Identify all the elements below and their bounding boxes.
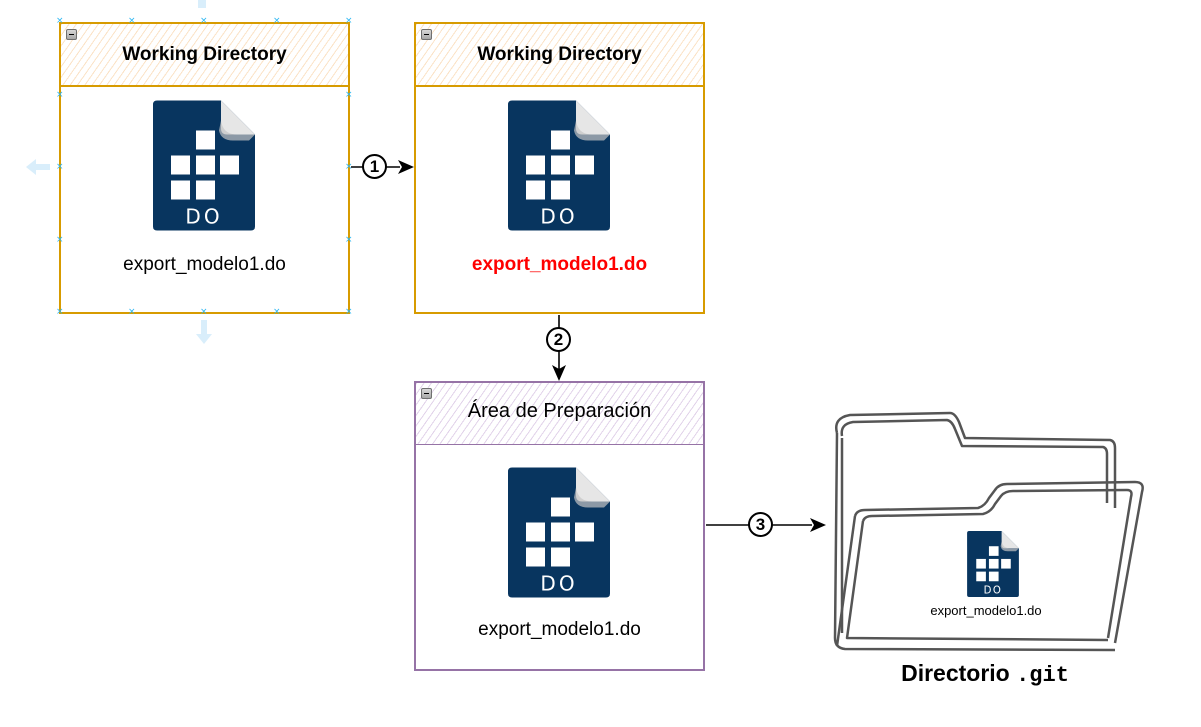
container-header: Área de Preparación <box>416 383 703 445</box>
do-file-icon <box>967 531 1019 597</box>
selection-handle[interactable]: × <box>345 235 353 245</box>
selection-handle[interactable]: × <box>200 307 208 317</box>
do-file-icon <box>508 100 610 231</box>
git-folder-file-label: export_modelo1.do <box>930 603 1042 618</box>
selection-handle[interactable]: × <box>56 307 64 317</box>
selection-handle[interactable]: × <box>56 235 64 245</box>
selection-handle[interactable]: × <box>345 162 353 172</box>
container-title: Working Directory <box>477 43 642 65</box>
step-marker-1[interactable]: 1 <box>362 154 387 179</box>
selection-handle[interactable]: × <box>56 16 64 26</box>
do-file-icon <box>153 100 255 231</box>
step-marker-3[interactable]: 3 <box>748 512 773 537</box>
selection-handle[interactable]: × <box>345 307 353 317</box>
arrowhead-step-2-icon <box>552 365 566 381</box>
file-label-modified: export_modelo1.do <box>471 254 648 275</box>
selection-handle[interactable]: × <box>345 16 353 26</box>
container-title: Working Directory <box>122 43 287 65</box>
container-staging-area[interactable]: Área de Preparación export_modelo1.do <box>414 381 705 671</box>
do-file-icon <box>508 467 610 598</box>
container-working-directory-original[interactable]: Working Directory export_modelo1.do <box>59 22 350 314</box>
container-title: Área de Preparación <box>467 400 652 422</box>
file-label: export_modelo1.do <box>123 254 286 275</box>
selection-handle[interactable]: × <box>345 90 353 100</box>
selection-handle[interactable]: × <box>56 90 64 100</box>
container-working-directory-modified[interactable]: Working Directory export_modelo1.do <box>414 22 705 314</box>
file-label: export_modelo1.do <box>478 619 641 640</box>
container-header: Working Directory <box>61 24 348 87</box>
container-header: Working Directory <box>416 24 703 87</box>
drag-arrow-down-icon <box>196 320 212 344</box>
collapse-button[interactable] <box>66 29 77 40</box>
selection-handle[interactable]: × <box>128 16 136 26</box>
arrowhead-step-1-icon <box>398 160 414 174</box>
git-directory-folder-icon[interactable] <box>815 398 1155 658</box>
selection-handle[interactable]: × <box>56 162 64 172</box>
collapse-button[interactable] <box>421 388 432 399</box>
drag-arrow-up-icon <box>198 0 206 8</box>
drag-arrow-left-icon <box>26 159 50 175</box>
selection-handle[interactable]: × <box>273 307 281 317</box>
collapse-button[interactable] <box>421 29 432 40</box>
git-directory-label: Directorio .git <box>855 660 1115 688</box>
git-directory-label-code: .git <box>1016 663 1069 688</box>
arrowhead-step-3-icon <box>810 518 826 532</box>
git-directory-label-prefix: Directorio <box>901 660 1010 686</box>
selection-handle[interactable]: × <box>200 16 208 26</box>
selection-handle[interactable]: × <box>128 307 136 317</box>
selection-handle[interactable]: × <box>273 16 281 26</box>
step-marker-2[interactable]: 2 <box>546 327 571 352</box>
